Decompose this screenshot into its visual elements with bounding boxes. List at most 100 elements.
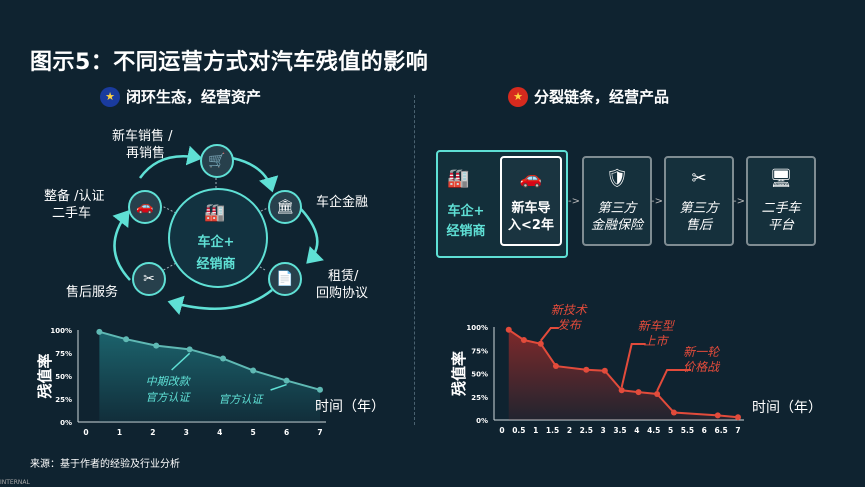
data-point [123,336,130,343]
node-leasing-line2: 回购协议 [316,286,369,301]
page-title: 图示5：不同运营方式对汽车残值的影响 [30,50,429,75]
node-leasing-line1: 租赁/ [328,269,359,284]
data-point [153,342,160,349]
annotation-label: 上市 [644,334,670,348]
node-certified-used: 整备 /认证 二手车 [44,188,105,222]
data-point [250,367,257,374]
y-tick-label: 25% [55,396,72,404]
center-hub [168,188,268,288]
series-area [508,329,738,420]
x-axis-label: 时间（年） [752,400,822,416]
series-line [99,330,321,391]
annotation-leader [171,352,191,371]
annotation-label: 中期改款 [146,375,192,388]
x-tick-label: 4 [217,428,222,437]
node-certified-used-line2: 二手车 [52,206,92,221]
right-heading: ★ 分裂链条，经营产品 [508,86,669,107]
x-tick-label: 0 [83,428,88,437]
x-tick-label: 1.5 [546,426,559,435]
eu-flag-icon: ★ [100,86,120,107]
box-used-car-platform-line1: 二手车 [761,201,801,216]
y-tick-label: 0% [476,417,488,425]
tools-icon: ✂ [132,262,166,296]
section-divider [414,95,415,425]
x-tick-label: 4.5 [647,426,660,435]
x-tick-label: 6.5 [714,426,727,435]
y-tick-label: 75% [55,350,72,358]
x-tick-label: 5 [668,426,673,435]
car-icon: 🚗 [519,168,543,189]
y-tick-label: 0% [60,419,72,427]
factory-icon: 🏭 [204,203,226,223]
annotation-leader [656,369,692,392]
y-tick-label: 50% [471,371,488,379]
y-tick-label: 100% [50,327,72,335]
x-tick-label: 7 [317,428,322,437]
x-tick-label: 5 [251,428,256,437]
box-third-party-aftersales: ✂ 第三方 售后 [664,156,734,246]
series-area [99,331,320,422]
box-used-car-platform-text: 二手车 平台 [761,200,800,234]
annotation-label: 价格战 [683,360,721,374]
data-point [670,409,677,416]
node-new-car-sales: 新车销售 / 再销售 [112,128,173,162]
data-point [283,377,290,384]
box-third-party-aftersales-line1: 第三方 [679,201,719,216]
data-point [220,355,227,362]
data-point [583,366,590,373]
x-tick-label: 4 [634,426,639,435]
factory-icon: 🏭 [447,168,470,189]
x-tick-label: 0 [499,426,504,435]
y-tick-label: 50% [55,373,72,381]
y-tick-label: 75% [471,347,488,355]
chain-arrow: -> [733,196,745,207]
x-tick-label: 1 [117,428,122,437]
x-tick-label: 1 [533,426,538,435]
box-new-car-line2: 入<2年 [508,218,554,233]
data-point [186,346,193,353]
x-tick-label: 5.5 [681,426,694,435]
left-heading-text: 闭环生态，经营资产 [126,88,262,106]
x-tick-label: 2 [567,426,572,435]
node-oem-finance: 车企金融 [316,195,369,210]
box-used-car-platform: 🖥 二手车 平台 [746,156,816,246]
y-axis-label: 残值率 [450,351,468,396]
annotation-leader [620,343,646,388]
data-point [735,414,741,421]
x-tick-label: 6 [284,428,289,437]
data-point [552,363,559,370]
x-tick-label: 6 [702,426,707,435]
data-point [520,337,527,344]
data-point [635,389,642,396]
tools-icon: ✂ [691,168,707,189]
right-heading-text: 分裂链条，经营产品 [534,88,670,106]
box-oem-dealer-line2: 经销商 [446,224,486,239]
center-label: 车企+ 经销商 [168,232,264,276]
node-leasing: 租赁/ 回购协议 [316,268,368,302]
annotation-label: 新车型 [638,319,676,333]
data-point [601,367,608,374]
annotation-label: 新技术 [551,303,588,317]
data-point [654,390,661,397]
center-label-line2: 经销商 [196,257,236,272]
box-new-car-line1: 新车导 [511,201,551,216]
center-label-line1: 车企+ [197,235,235,250]
box-new-car-text: 新车导 入<2年 [508,200,554,234]
data-point [618,387,625,394]
box-third-party-aftersales-text: 第三方 售后 [679,200,718,234]
data-point [96,328,103,335]
node-new-car-sales-line2: 再销售 [126,146,166,161]
data-point [505,326,512,333]
annotation-label: 官方认证 [219,393,265,406]
x-tick-label: 0.5 [512,426,525,435]
chain-arrow: -> [651,196,663,207]
x-axis-label: 时间（年） [315,399,385,415]
x-tick-label: 2 [150,428,155,437]
annotation-label: 官方认证 [146,391,192,404]
annotation-label: 新一轮 [683,345,720,359]
chain-arrow: -> [568,196,580,207]
box-third-party-finance-line2: 金融保险 [590,218,643,233]
node-new-car-sales-line1: 新车销售 / [112,129,173,144]
